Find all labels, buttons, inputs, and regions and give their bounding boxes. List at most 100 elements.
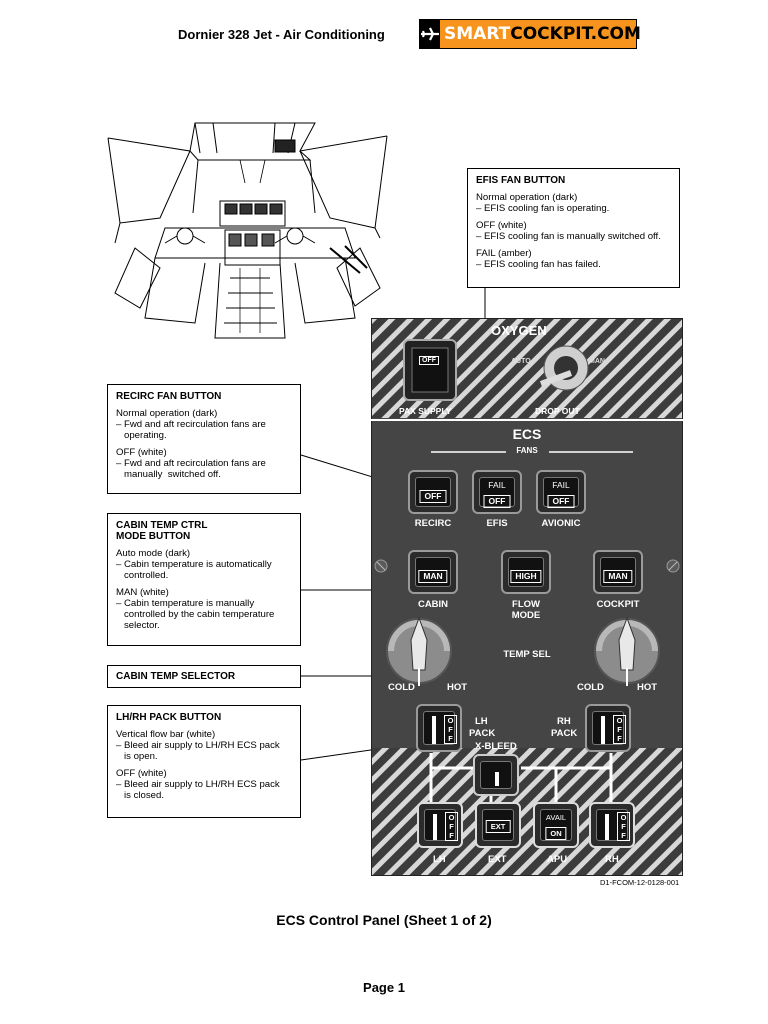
- smartcockpit-logo: SMARTCOCKPIT.COM: [419, 19, 641, 49]
- lh-pack-label-2: PACK: [469, 728, 496, 739]
- airplane-icon: [420, 20, 440, 48]
- mode-label: MODE: [511, 610, 541, 621]
- callout-line: OFF (white): [116, 768, 167, 779]
- cabin-label: CABIN: [417, 599, 449, 610]
- efis-fan-button[interactable]: FAIL OFF: [472, 470, 522, 514]
- callout-line: operating.: [116, 430, 167, 441]
- callout-title: CABIN TEMP SELECTOR: [116, 671, 236, 682]
- cabin-hot-label: HOT: [447, 682, 468, 693]
- callout-line: – Bleed air supply to LH/RH ECS pack: [116, 740, 280, 751]
- callout-line: Vertical flow bar (white): [116, 729, 216, 740]
- cabin-temp-selector-callout: CABIN TEMP SELECTOR: [107, 665, 301, 688]
- x-bleed-label: X-BLEED: [475, 741, 517, 752]
- flow-mode-button[interactable]: HIGH: [501, 550, 551, 594]
- logo-text-cockpit: COCKPIT.COM: [510, 24, 641, 44]
- efis-off-legend: OFF: [483, 495, 511, 508]
- apu-avail-legend: AVAIL: [545, 813, 567, 822]
- callout-line: controlled.: [116, 570, 169, 581]
- flow-bar: [433, 814, 437, 840]
- ecs-control-panel: OXYGEN OFF AUTO MAN PAX SUPPLY DROP OUT …: [371, 318, 683, 876]
- lh-label: LH: [433, 854, 446, 865]
- cabin-mode-button[interactable]: MAN: [408, 550, 458, 594]
- flow-bar: [432, 716, 436, 744]
- callout-line: is closed.: [116, 790, 164, 801]
- fans-label: FANS: [516, 446, 538, 455]
- apu-label: APU: [547, 854, 568, 865]
- callout-line: Normal operation (dark): [116, 408, 218, 419]
- avionic-label: AVIONIC: [541, 518, 581, 529]
- cockpit-man-legend: MAN: [603, 570, 633, 583]
- lh-pack-label: LH: [475, 716, 488, 727]
- callout-title-2: MODE BUTTON: [116, 531, 191, 542]
- flow-bar: [605, 814, 609, 840]
- callout-title: RECIRC FAN BUTTON: [116, 391, 222, 402]
- callout-line: FAIL (amber): [476, 248, 532, 259]
- callout-line: OFF (white): [116, 447, 167, 458]
- auto-label: AUTO: [511, 358, 531, 365]
- page-number: Page 1: [363, 980, 405, 995]
- rh-pack-label: RH: [557, 716, 571, 727]
- cabin-cold-label: COLD: [388, 682, 415, 693]
- rh-pack-label-2: PACK: [551, 728, 578, 739]
- callout-line: selector.: [116, 620, 160, 631]
- x-bleed-button[interactable]: [473, 754, 519, 796]
- drop-out-label: DROP OUT: [535, 406, 580, 416]
- logo-text-smart: SMART: [444, 24, 511, 44]
- panel-background: [371, 318, 683, 876]
- recirc-label: RECIRC: [414, 518, 452, 529]
- recirc-fan-button-callout: RECIRC FAN BUTTON Normal operation (dark…: [107, 384, 301, 494]
- cabin-temp-mode-callout: CABIN TEMP CTRL MODE BUTTON Auto mode (d…: [107, 513, 301, 646]
- callout-line: controlled by the cabin temperature: [116, 609, 275, 620]
- figure-reference: D1-FCOM-12-0128-001: [600, 878, 680, 887]
- ecs-title: ECS: [512, 426, 542, 442]
- ext-label: EXT: [488, 854, 507, 865]
- callout-title: EFIS FAN BUTTON: [476, 175, 566, 186]
- apu-on-legend: ON: [545, 827, 567, 840]
- callout-line: is open.: [116, 751, 158, 762]
- callout-title: CABIN TEMP CTRL: [116, 520, 208, 531]
- cabin-temp-selector[interactable]: [387, 618, 452, 688]
- callout-line: – Cabin temperature is automatically: [116, 559, 272, 570]
- flow-label: FLOW: [512, 599, 540, 610]
- callout-line: – Bleed air supply to LH/RH ECS pack: [116, 779, 280, 790]
- cabin-man-legend: MAN: [418, 570, 448, 583]
- cockpit-mode-button[interactable]: MAN: [593, 550, 643, 594]
- avionic-fail-legend: FAIL: [552, 480, 570, 490]
- ext-legend: EXT: [485, 820, 511, 833]
- efis-fan-button-callout: EFIS FAN BUTTON Normal operation (dark) …: [467, 168, 680, 288]
- avionic-fan-button[interactable]: FAIL OFF: [536, 470, 586, 514]
- oxygen-off-legend[interactable]: OFF: [419, 356, 439, 365]
- cockpit-temp-selector[interactable]: [595, 618, 660, 688]
- callout-line: Normal operation (dark): [476, 192, 578, 203]
- callout-line: – EFIS cooling fan is operating.: [476, 203, 610, 214]
- apu-button[interactable]: AVAIL ON: [533, 802, 579, 848]
- document-title: Dornier 328 Jet - Air Conditioning: [178, 27, 385, 42]
- callout-line: – Cabin temperature is manually: [116, 598, 255, 609]
- efis-fail-legend: FAIL: [488, 480, 506, 490]
- flow-bar: [601, 716, 605, 744]
- recirc-fan-button[interactable]: OFF: [408, 470, 458, 514]
- cockpit-cold-label: COLD: [577, 682, 604, 693]
- cockpit-label: COCKPIT: [596, 599, 640, 610]
- avionic-off-legend: OFF: [547, 495, 575, 508]
- flow-high-legend: HIGH: [510, 570, 542, 583]
- temp-sel-label: TEMP SEL: [503, 649, 551, 660]
- callout-line: – Fwd and aft recirculation fans are: [116, 458, 266, 469]
- callout-line: Auto mode (dark): [116, 548, 191, 559]
- cockpit-hot-label: HOT: [637, 682, 658, 693]
- flow-bar: [495, 772, 499, 786]
- callout-line: manually switched off.: [116, 469, 221, 480]
- pax-supply-label: PAX SUPPLY: [399, 406, 452, 416]
- ext-button[interactable]: EXT: [475, 802, 521, 848]
- efis-label: EFIS: [486, 518, 508, 529]
- figure-caption: ECS Control Panel (Sheet 1 of 2): [276, 912, 492, 928]
- cockpit-illustration: [107, 122, 388, 339]
- man-label: MAN: [589, 358, 605, 365]
